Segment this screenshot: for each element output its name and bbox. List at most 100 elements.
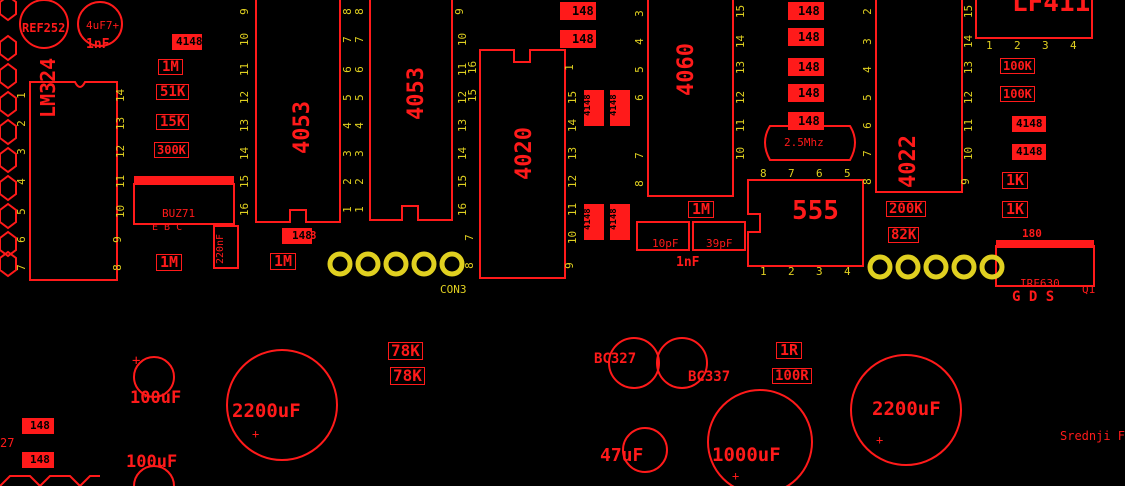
pin-number: 13 (566, 146, 580, 161)
diode-4148-r1-label: 4148 (1016, 117, 1043, 130)
pin-number: 11 (114, 174, 128, 189)
pin-number: 16 (456, 202, 470, 217)
pin-number: 3 (340, 150, 354, 157)
pin-number: 1 (760, 265, 767, 278)
pin-number: 15 (962, 4, 976, 19)
pin-number: 6 (816, 167, 823, 180)
pin-number: 12 (238, 90, 252, 105)
pin-number: 2 (860, 8, 874, 15)
pin-number: 14 (456, 146, 470, 161)
diode-148-label: 148 (798, 4, 820, 18)
diode-4148-r2-label: 4148 (1016, 145, 1043, 158)
pin-number: 9 (452, 8, 466, 15)
resistor-1k-b-label: 1K (1002, 201, 1029, 218)
resistor-82k-label: 82K (888, 227, 920, 243)
pin-number: 8 (860, 178, 874, 185)
pin-number: 12 (114, 144, 128, 159)
pin-number: 8 (352, 8, 366, 15)
cap-100uf-a-label: 100uF (130, 388, 182, 408)
diode-148-label: 148 (798, 30, 820, 44)
diode-148-ll2-label: 148 (30, 453, 50, 466)
pin-number: 3 (14, 148, 28, 155)
resistor-300k-label: 300K (154, 142, 189, 158)
chip-label-4022: 4022 (896, 135, 921, 188)
pin-number: 4 (352, 122, 366, 129)
resistor-1m-label: 1M (158, 59, 183, 75)
pin-number: 9 (958, 178, 972, 185)
srednji-label: Srednji F (1060, 429, 1125, 443)
cap-4u7-label: 4uF7+ (86, 19, 120, 32)
pin-number: 11 (238, 62, 252, 77)
ref252-label: REF252 (22, 21, 66, 35)
pin-number: 15 (566, 90, 580, 105)
diode-148-label: 148 (572, 4, 594, 18)
pin-number: 7 (352, 36, 366, 43)
resistor-1k-a-label: 1K (1002, 172, 1029, 189)
resistor-15k-label: 15K (156, 114, 190, 130)
pin-number: 7 (340, 36, 354, 43)
pin-number: 5 (352, 94, 366, 101)
pin-number: 1 (14, 92, 28, 99)
pin-number: 4 (340, 122, 354, 129)
pin-number: 14 (566, 118, 580, 133)
chip-label-4060: 4060 (674, 43, 699, 96)
pin-number: 8 (110, 264, 124, 271)
pin-number: 15 (466, 88, 480, 103)
cap-1000uf-label: 1000uF (712, 444, 781, 466)
plus-marker: + (252, 427, 260, 441)
pin-number: 6 (632, 94, 646, 101)
pin-number: 6 (860, 122, 874, 129)
pin-number: 3 (352, 150, 366, 157)
pin-number: 2 (352, 178, 366, 185)
pin-number: 4 (844, 265, 851, 278)
diode-4148-mid-label: 4148 (290, 229, 317, 242)
resistor-78k-b-label: 78K (390, 367, 425, 385)
plus-marker: + (876, 433, 884, 447)
pin-number: 7 (632, 152, 646, 159)
cap-1nf-b-label: 1nF (676, 255, 700, 270)
crystal-label: 2.5Mhz (784, 136, 824, 149)
pin-number: 9 (237, 8, 251, 15)
cap-39pf-label: 39pF (706, 237, 733, 250)
pin-number: 3 (860, 38, 874, 45)
pin-number: 2 (788, 265, 795, 278)
pin-number: 15 (456, 174, 470, 189)
pin-number: 2 (14, 120, 28, 127)
diode-4148-vertical-label: 4148 (583, 208, 593, 230)
pin-number: 13 (962, 60, 976, 75)
cap-47uf-label: 47uF (600, 445, 644, 466)
cap-10pf-label: 10pF (652, 237, 679, 250)
resistor-51k-label: 51K (156, 84, 190, 100)
resistor-78k-a-label: 78K (388, 342, 423, 360)
pin-number: 16 (238, 202, 252, 217)
pin-number: 14 (114, 88, 128, 103)
pin-number: 15 (238, 174, 252, 189)
cap-220nf-label: 220nF (215, 233, 227, 265)
pin-number: 10 (734, 146, 748, 161)
cap-1nf-label: 1nF (86, 37, 110, 52)
q1-label: Q1 (1082, 283, 1096, 296)
resistor-1r-label: 1R (776, 342, 803, 359)
pin-number: 2 (340, 178, 354, 185)
irf630-pins-label: G D S (1012, 289, 1055, 305)
diode-148-label: 148 (798, 114, 820, 128)
pin-number: 8 (462, 262, 476, 269)
pin-number: 1 (986, 39, 993, 52)
pin-number: 8 (760, 167, 767, 180)
bc327-label: BC327 (594, 351, 637, 367)
pin-number: 5 (340, 94, 354, 101)
pin-number: 7 (860, 150, 874, 157)
diode-4148-vertical-label: 4148 (609, 94, 619, 116)
cap-2200uf-a-label: 2200uF (232, 400, 301, 422)
resistor-1m-b-label: 1M (156, 254, 183, 271)
partial-27-label: 27 (0, 436, 15, 450)
plus-marker: + (732, 469, 740, 483)
pin-number: 12 (962, 90, 976, 105)
irf630-label: IRF630 (1020, 277, 1060, 290)
chip-label-lm324: LM324 (36, 57, 60, 118)
pin-number: 16 (466, 60, 480, 75)
resistor-1m-c-label: 1M (270, 253, 297, 270)
pin-number: 9 (562, 262, 576, 269)
pin-number: 8 (340, 8, 354, 15)
pin-number: 11 (962, 118, 976, 133)
